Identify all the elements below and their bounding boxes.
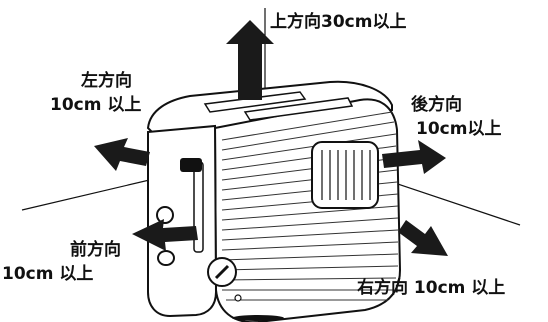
label-right-clearance: 右方向 10cm 以上 [357, 278, 506, 298]
toaster-lever [180, 158, 202, 172]
label-front-clearance: 10cm 以上 [2, 264, 94, 284]
label-top-clearance: 上方向30cm以上 [270, 12, 407, 32]
front-button-top [156, 206, 174, 224]
arrow-back-icon [382, 140, 446, 174]
arrow-right-icon [398, 220, 448, 256]
label-front-direction: 前方向 [70, 240, 121, 260]
floor-line-left [21, 177, 159, 211]
toast-slot-front [203, 91, 307, 113]
toast-slot-rear [243, 97, 354, 121]
front-button-bottom [157, 250, 175, 266]
dial-pointer [214, 264, 230, 280]
label-back-direction: 後方向 [411, 95, 462, 115]
vent-slots [321, 150, 371, 200]
floor-line-right [379, 177, 521, 226]
arrow-front-icon [132, 219, 198, 251]
label-back-clearance: 10cm以上 [416, 119, 502, 139]
arrow-left-icon [94, 138, 150, 171]
label-left-clearance: 10cm 以上 [50, 95, 142, 115]
dial-indicator [234, 294, 242, 302]
arrow-up-icon [226, 20, 274, 100]
toaster-front [147, 124, 218, 318]
label-left-direction: 左方向 [81, 71, 132, 91]
toaster-foot [232, 315, 284, 321]
